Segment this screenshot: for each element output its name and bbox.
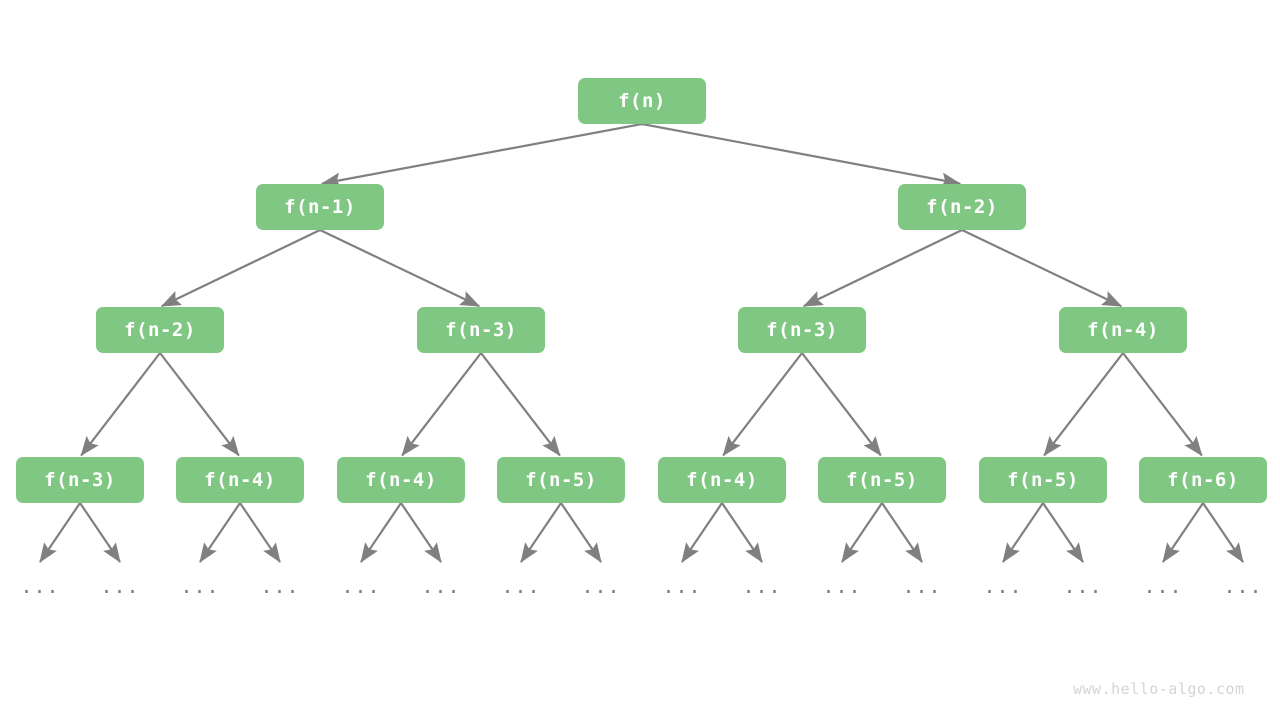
ellipsis-9: ... bbox=[742, 574, 782, 598]
leaf-edge-7 bbox=[560, 502, 602, 563]
ellipsis-13: ... bbox=[1063, 574, 1103, 598]
tree-node-n9: f(n-4) bbox=[337, 457, 465, 503]
ellipsis-1: ... bbox=[100, 574, 140, 598]
leaf-edge-8 bbox=[681, 502, 723, 563]
edge-n5-to-n11 bbox=[722, 352, 803, 457]
ellipsis-10: ... bbox=[822, 574, 862, 598]
tree-node-n8: f(n-4) bbox=[176, 457, 304, 503]
edge-n1-to-n4 bbox=[319, 229, 481, 308]
edge-n4-to-n10 bbox=[480, 352, 561, 457]
ellipsis-11: ... bbox=[902, 574, 942, 598]
leaf-edge-10 bbox=[841, 502, 883, 563]
leaf-edge-14 bbox=[1162, 502, 1204, 563]
edge-n2-to-n6 bbox=[961, 229, 1123, 308]
leaf-edge-12 bbox=[1002, 502, 1044, 563]
tree-node-n13: f(n-5) bbox=[979, 457, 1107, 503]
ellipsis-7: ... bbox=[581, 574, 621, 598]
ellipsis-3: ... bbox=[260, 574, 300, 598]
leaf-edges bbox=[39, 502, 1244, 563]
tree-node-n11: f(n-4) bbox=[658, 457, 786, 503]
leaf-edge-4 bbox=[360, 502, 402, 563]
ellipsis-4: ... bbox=[341, 574, 381, 598]
ellipsis-8: ... bbox=[662, 574, 702, 598]
edge-n0-to-n1 bbox=[320, 122, 643, 188]
leaf-edge-2 bbox=[199, 502, 241, 563]
edge-n6-to-n14 bbox=[1122, 352, 1203, 457]
tree-node-n0: f(n) bbox=[578, 78, 706, 124]
tree-node-n3: f(n-2) bbox=[96, 307, 224, 353]
ellipsis-12: ... bbox=[983, 574, 1023, 598]
tree-node-n6: f(n-4) bbox=[1059, 307, 1187, 353]
edge-n1-to-n3 bbox=[160, 229, 321, 308]
tree-edges bbox=[80, 122, 1203, 457]
tree-node-n5: f(n-3) bbox=[738, 307, 866, 353]
edge-n2-to-n5 bbox=[802, 229, 963, 308]
leaf-edge-6 bbox=[520, 502, 562, 563]
leaf-edge-9 bbox=[721, 502, 763, 563]
edge-n3-to-n7 bbox=[80, 352, 161, 457]
leaf-edge-1 bbox=[79, 502, 121, 563]
tree-node-n4: f(n-3) bbox=[417, 307, 545, 353]
leaf-edge-11 bbox=[881, 502, 923, 563]
leaf-edge-3 bbox=[239, 502, 281, 563]
leaf-edge-15 bbox=[1202, 502, 1244, 563]
tree-node-n10: f(n-5) bbox=[497, 457, 625, 503]
tree-node-n2: f(n-2) bbox=[898, 184, 1026, 230]
leaf-edge-5 bbox=[400, 502, 442, 563]
edge-n4-to-n9 bbox=[401, 352, 482, 457]
leaf-edge-0 bbox=[39, 502, 81, 563]
ellipsis-2: ... bbox=[180, 574, 220, 598]
ellipsis-0: ... bbox=[20, 574, 60, 598]
edge-n3-to-n8 bbox=[159, 352, 240, 457]
ellipsis-5: ... bbox=[421, 574, 461, 598]
edge-n6-to-n13 bbox=[1043, 352, 1124, 457]
tree-node-n12: f(n-5) bbox=[818, 457, 946, 503]
tree-node-n14: f(n-6) bbox=[1139, 457, 1267, 503]
ellipsis-6: ... bbox=[501, 574, 541, 598]
ellipsis-15: ... bbox=[1223, 574, 1263, 598]
tree-node-n1: f(n-1) bbox=[256, 184, 384, 230]
edge-n5-to-n12 bbox=[801, 352, 882, 457]
ellipsis-14: ... bbox=[1143, 574, 1183, 598]
leaf-edge-13 bbox=[1042, 502, 1084, 563]
watermark: www.hello-algo.com bbox=[1073, 680, 1245, 698]
tree-node-n7: f(n-3) bbox=[16, 457, 144, 503]
edge-n0-to-n2 bbox=[641, 122, 962, 188]
